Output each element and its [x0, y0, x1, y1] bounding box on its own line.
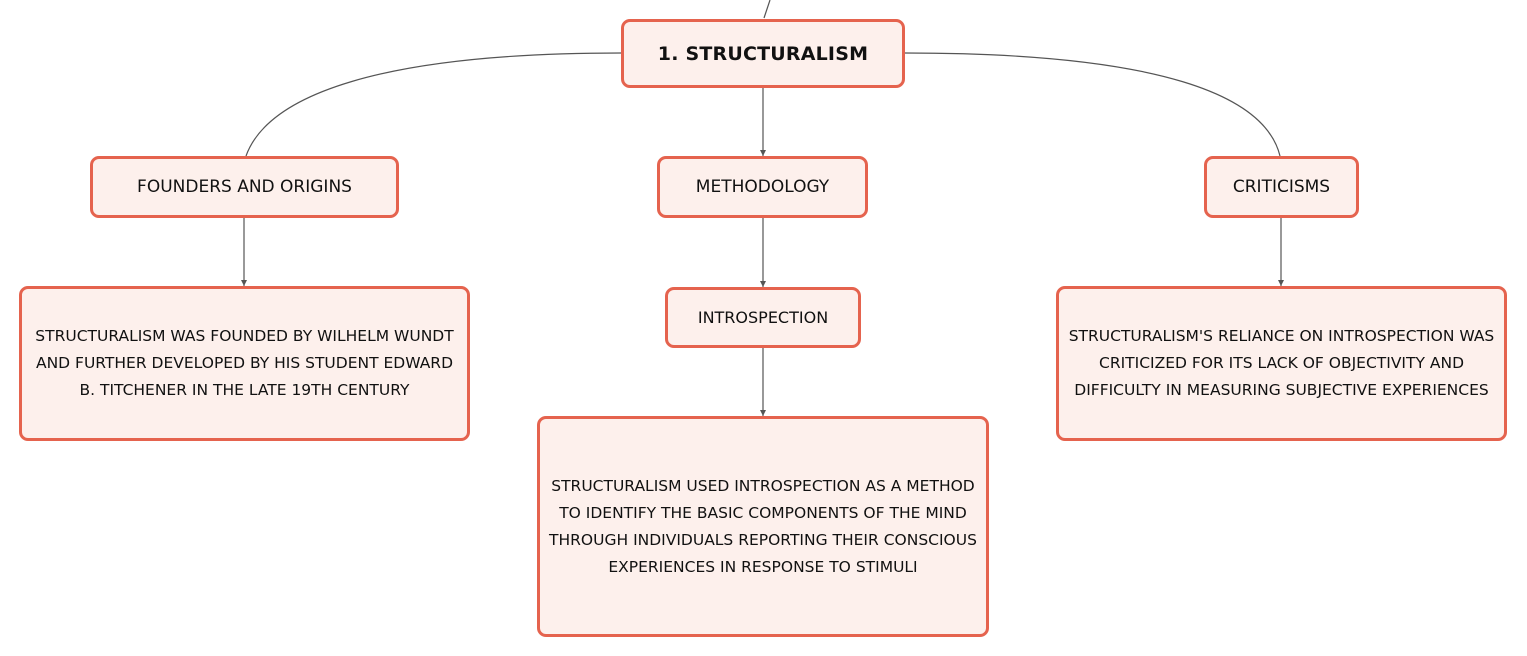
branch-node-label: FOUNDERS AND ORIGINS — [137, 177, 352, 197]
leaf-node-founders-detail[interactable]: STRUCTURALISM WAS FOUNDED BY WILHELM WUN… — [19, 286, 470, 441]
leaf-node-introspection-detail[interactable]: STRUCTURALISM USED INTROSPECTION AS A ME… — [537, 416, 989, 637]
sub-node-label: INTROSPECTION — [697, 308, 829, 327]
leaf-node-text: STRUCTURALISM WAS FOUNDED BY WILHELM WUN… — [35, 327, 454, 399]
connector-root-criticisms — [904, 52, 1281, 157]
arrowhead-methodology-detail — [760, 410, 766, 416]
arrowhead-founders-detail — [241, 280, 247, 286]
parent-connector — [763, 0, 771, 19]
branch-node-founders-and-origins[interactable]: FOUNDERS AND ORIGINS — [90, 156, 399, 218]
root-node-label: 1. STRUCTURALISM — [657, 42, 869, 65]
root-node-structuralism[interactable]: 1. STRUCTURALISM — [621, 19, 905, 88]
leaf-node-text: STRUCTURALISM'S RELIANCE ON INTROSPECTIO… — [1068, 327, 1495, 399]
branch-node-label: METHODOLOGY — [695, 177, 830, 197]
branch-node-label: CRITICISMS — [1232, 177, 1331, 197]
branch-node-criticisms[interactable]: CRITICISMS — [1204, 156, 1359, 218]
leaf-node-text: STRUCTURALISM USED INTROSPECTION AS A ME… — [549, 476, 977, 576]
sub-node-introspection[interactable]: INTROSPECTION — [665, 287, 861, 348]
connector-root-founders — [245, 52, 622, 157]
leaf-node-criticisms-detail[interactable]: STRUCTURALISM'S RELIANCE ON INTROSPECTIO… — [1056, 286, 1507, 441]
arrowhead-introspection — [760, 281, 766, 287]
branch-node-methodology[interactable]: METHODOLOGY — [657, 156, 868, 218]
arrowhead-criticisms-detail — [1278, 280, 1284, 286]
arrowhead-methodology — [760, 150, 766, 156]
